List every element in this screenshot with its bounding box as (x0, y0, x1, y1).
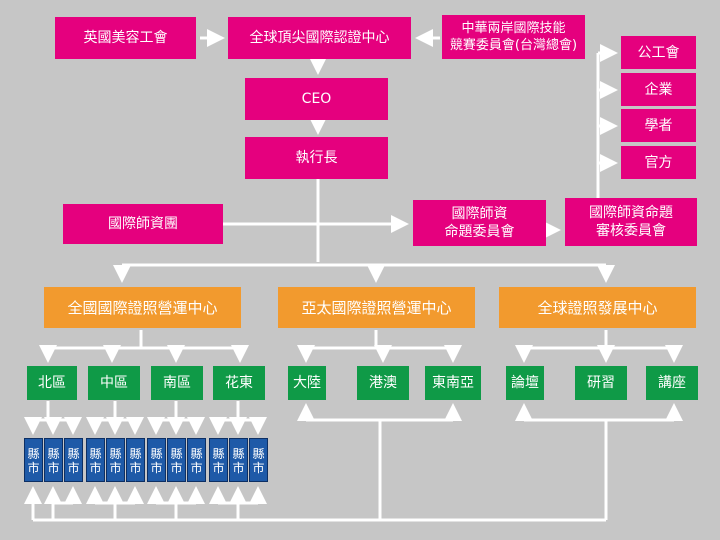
global-lecture-label: 講座 (658, 375, 686, 391)
question-committee-line2: 命題委員會 (444, 224, 515, 240)
county-char-2: 市 (212, 460, 225, 475)
taiwan-skills-committee-line1: 中華兩岸國際技能 (461, 21, 566, 36)
asia-ops-center-label: 亞太國際證照營運中心 (301, 298, 452, 317)
county-char-1: 縣 (47, 446, 60, 461)
global-dev-center-label: 全球證照發展中心 (537, 298, 658, 317)
taiwan-skills-committee-line2: 競賽委員會(台灣總會) (449, 38, 578, 53)
county-char-1: 縣 (89, 446, 102, 461)
county-char-2: 市 (190, 460, 203, 475)
county-char-1: 縣 (212, 446, 225, 461)
review-committee-box: 國際師資命題 審核委員會 (565, 198, 697, 246)
asia-mainland-box: 大陸 (288, 366, 326, 400)
region-east-label: 花東 (225, 375, 253, 391)
global-workshop-label: 研習 (587, 375, 615, 391)
review-committee-line1: 國際師資命題 (589, 205, 673, 221)
question-committee-line1: 國際師資 (451, 206, 508, 222)
county-char-1: 縣 (150, 446, 163, 461)
asia-hkmacau-label: 港澳 (369, 375, 397, 391)
executive-box: 執行長 (245, 137, 388, 179)
right-box-scholars: 學者 (621, 109, 696, 142)
county-box: 縣 市 (249, 438, 268, 482)
right-box-enterprise: 企業 (621, 73, 696, 106)
county-char-2: 市 (170, 460, 183, 475)
county-char-2: 市 (252, 460, 265, 475)
british-beauty-union-label: 英國美容工會 (83, 30, 168, 46)
question-committee-box: 國際師資 命題委員會 (413, 200, 546, 246)
teachers-team-box: 國際師資團 (63, 204, 223, 244)
asia-mainland-label: 大陸 (293, 375, 321, 391)
county-box: 縣 市 (44, 438, 63, 482)
global-workshop-box: 研習 (575, 366, 627, 400)
county-char-2: 市 (47, 460, 60, 475)
global-forum-box: 論壇 (506, 366, 544, 400)
right-label-official: 官方 (644, 154, 673, 171)
asia-sea-box: 東南亞 (425, 366, 481, 400)
right-label-enterprise: 企業 (644, 81, 673, 98)
county-char-1: 縣 (67, 446, 80, 461)
county-box: 縣 市 (106, 438, 125, 482)
county-box: 縣 市 (86, 438, 105, 482)
county-char-2: 市 (129, 460, 142, 475)
county-char-2: 市 (67, 460, 80, 475)
county-char-2: 市 (232, 460, 245, 475)
global-certification-center-label: 全球頂尖國際認證中心 (249, 30, 390, 46)
region-north-label: 北區 (38, 375, 66, 391)
county-char-2: 市 (27, 460, 40, 475)
review-committee-line2: 審核委員會 (596, 223, 666, 239)
county-char-2: 市 (150, 460, 163, 475)
county-char-1: 縣 (129, 446, 142, 461)
region-south-label: 南區 (163, 375, 191, 391)
region-south-box: 南區 (151, 366, 203, 400)
region-central-box: 中區 (88, 366, 140, 400)
county-char-1: 縣 (232, 446, 245, 461)
ceo-label: CEO (301, 91, 332, 107)
right-label-public-union: 公工會 (637, 44, 680, 61)
county-box: 縣 市 (209, 438, 228, 482)
county-box: 縣 市 (167, 438, 186, 482)
county-box: 縣 市 (64, 438, 83, 482)
asia-ops-center-box: 亞太國際證照營運中心 (278, 287, 475, 328)
county-box: 縣 市 (126, 438, 145, 482)
county-char-1: 縣 (252, 446, 265, 461)
global-lecture-box: 講座 (646, 366, 698, 400)
county-char-1: 縣 (109, 446, 122, 461)
region-north-box: 北區 (27, 366, 77, 400)
british-beauty-union-box: 英國美容工會 (55, 17, 196, 59)
right-box-public-union: 公工會 (621, 36, 696, 69)
county-box: 縣 市 (147, 438, 166, 482)
county-box: 縣 市 (24, 438, 43, 482)
asia-sea-label: 東南亞 (432, 375, 474, 391)
region-central-label: 中區 (100, 375, 128, 391)
county-box: 縣 市 (229, 438, 248, 482)
right-label-scholars: 學者 (644, 117, 673, 134)
region-east-box: 花東 (213, 366, 265, 400)
global-forum-label: 論壇 (511, 375, 539, 391)
county-char-2: 市 (89, 460, 102, 475)
taiwan-skills-committee-box: 中華兩岸國際技能 競賽委員會(台灣總會) (442, 15, 585, 59)
right-box-official: 官方 (621, 146, 696, 179)
national-ops-center-box: 全國國際證照營運中心 (44, 287, 241, 328)
national-ops-center-label: 全國國際證照營運中心 (67, 298, 218, 317)
global-certification-center-box: 全球頂尖國際認證中心 (228, 17, 411, 59)
county-char-2: 市 (109, 460, 122, 475)
county-char-1: 縣 (170, 446, 183, 461)
asia-hkmacau-box: 港澳 (357, 366, 409, 400)
global-dev-center-box: 全球證照發展中心 (499, 287, 696, 328)
executive-label: 執行長 (295, 150, 338, 166)
county-char-1: 縣 (27, 446, 40, 461)
county-box: 縣 市 (187, 438, 206, 482)
county-char-1: 縣 (190, 446, 203, 461)
teachers-team-label: 國際師資團 (108, 216, 178, 232)
ceo-box: CEO (245, 78, 388, 120)
